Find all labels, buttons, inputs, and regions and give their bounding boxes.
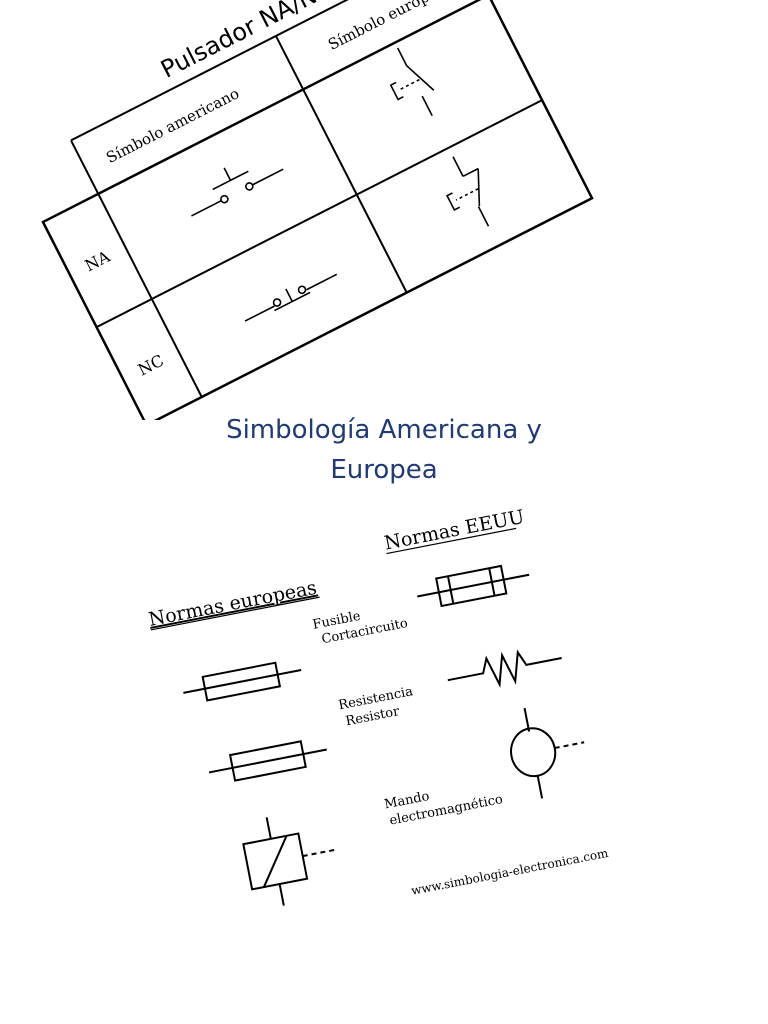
heading-us-underline — [386, 527, 517, 555]
table-divider-v2 — [275, 35, 408, 294]
website-credit: www.simbologia-electronica.com — [410, 846, 610, 898]
caption-line-1: Simbología Americana y — [226, 415, 542, 445]
coil-european-symbol — [242, 817, 337, 906]
page-caption: Simbología Americana y Europea — [184, 410, 584, 490]
fuse-european-symbol — [183, 661, 302, 702]
table-divider-v1 — [97, 193, 203, 398]
european-na-symbol — [389, 47, 435, 117]
resistor-us-symbol — [447, 649, 562, 688]
table-header-top — [70, 0, 462, 142]
resistor-european-symbol — [208, 740, 328, 782]
heading-eu-underline — [150, 596, 320, 631]
pushbutton-table-figure: Pulsador NA/NC Símbolo americano Símbolo… — [41, 0, 594, 420]
heading-european-norms: Normas europeas — [147, 577, 319, 631]
table-header-left — [70, 139, 100, 195]
coil-us-symbol — [510, 707, 585, 799]
caption-line-2: Europea — [330, 455, 438, 485]
fuse-us-symbol — [417, 564, 530, 608]
american-na-symbol — [191, 167, 284, 217]
american-nc-symbol — [244, 273, 338, 322]
table-divider-h — [96, 99, 543, 329]
table-frame — [41, 0, 594, 420]
european-nc-symbol — [446, 156, 490, 227]
